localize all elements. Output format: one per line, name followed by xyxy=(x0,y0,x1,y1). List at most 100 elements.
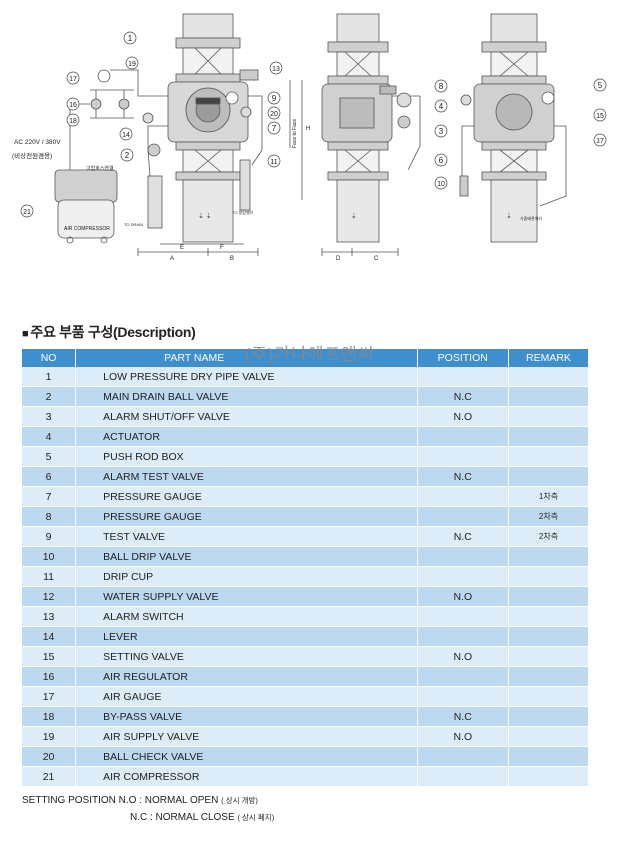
position-cell xyxy=(417,447,509,467)
part-name-cell: LOW PRESSURE DRY PIPE VALVE xyxy=(76,367,418,387)
callout-8: 8 xyxy=(434,79,448,93)
remark-cell xyxy=(508,647,589,667)
callout-2: 2 xyxy=(120,148,134,162)
remark-cell: 2차측 xyxy=(508,507,589,527)
position-cell xyxy=(417,507,509,527)
remark-cell xyxy=(508,387,589,407)
dim-h: H xyxy=(306,126,310,132)
position-cell xyxy=(417,687,509,707)
part-name-cell: ALARM SHUT/OFF VALVE xyxy=(76,407,418,427)
section-heading: ■주요 부품 구성(Description) xyxy=(22,322,196,342)
remark-cell xyxy=(508,367,589,387)
part-number-cell: 13 xyxy=(22,607,77,627)
note-line-2: N.C : NORMAL CLOSE ( 상시 폐지) xyxy=(130,812,274,823)
header-no: NO xyxy=(22,349,77,367)
part-number-cell: 1 xyxy=(22,367,77,387)
table-header-row: NO PART NAME POSITION REMARK xyxy=(22,349,589,367)
face-to-face-label: Face to Face xyxy=(292,119,298,148)
remark-cell xyxy=(508,767,589,787)
note-open-korean: ( 상시 개방) xyxy=(221,796,258,805)
svg-text:8: 8 xyxy=(439,82,444,91)
svg-text:21: 21 xyxy=(23,209,31,216)
dim-d: D xyxy=(336,256,341,262)
svg-text:17: 17 xyxy=(69,76,77,83)
hose-label: 고압호스연결 xyxy=(86,165,114,172)
part-number-cell: 3 xyxy=(22,407,77,427)
note-line-1: SETTING POSITION N.O : NORMAL OPEN ( 상시 … xyxy=(22,795,258,806)
remark-cell xyxy=(508,567,589,587)
svg-text:20: 20 xyxy=(270,111,278,118)
part-name-cell: MAIN DRAIN BALL VALVE xyxy=(76,387,418,407)
svg-text:18: 18 xyxy=(69,118,77,125)
remark-cell: 1차측 xyxy=(508,487,589,507)
remark-cell xyxy=(508,727,589,747)
part-name-cell: ACTUATOR xyxy=(76,427,418,447)
part-number-cell: 12 xyxy=(22,587,77,607)
square-bullet-icon: ■ xyxy=(22,328,29,340)
part-number-cell: 16 xyxy=(22,667,77,687)
callout-10: 10 xyxy=(434,176,448,190)
part-number-cell: 6 xyxy=(22,467,77,487)
callout-18: 18 xyxy=(66,113,80,127)
part-name-cell: ALARM SWITCH xyxy=(76,607,418,627)
svg-text:1: 1 xyxy=(128,34,133,43)
svg-text:⇣: ⇣ xyxy=(506,212,512,220)
svg-text:9: 9 xyxy=(272,94,277,103)
callout-15: 15 xyxy=(593,108,607,122)
callout-19: 19 xyxy=(125,56,139,70)
remark-cell xyxy=(508,587,589,607)
position-cell: N.O xyxy=(417,647,509,667)
part-name-cell: AIR SUPPLY VALVE xyxy=(76,727,418,747)
header-remark: REMARK xyxy=(508,349,589,367)
position-cell xyxy=(417,547,509,567)
remark-cell xyxy=(508,467,589,487)
drain-label-3: 가중배관처리 xyxy=(520,215,542,221)
position-cell xyxy=(417,567,509,587)
part-number-cell: 7 xyxy=(22,487,77,507)
dim-b: B xyxy=(230,256,234,262)
position-cell xyxy=(417,607,509,627)
position-cell xyxy=(417,427,509,447)
position-cell xyxy=(417,487,509,507)
part-name-cell: PRESSURE GAUGE xyxy=(76,507,418,527)
part-name-cell: SETTING VALVE xyxy=(76,647,418,667)
svg-text:2: 2 xyxy=(125,151,130,160)
part-name-cell: PRESSURE GAUGE xyxy=(76,487,418,507)
svg-text:15: 15 xyxy=(596,113,604,120)
callout-11: 11 xyxy=(267,154,281,168)
svg-text:16: 16 xyxy=(69,102,77,109)
part-name-cell: AIR COMPRESSOR xyxy=(76,767,418,787)
svg-text:4: 4 xyxy=(439,102,444,111)
part-number-cell: 5 xyxy=(22,447,77,467)
position-cell: N.C xyxy=(417,387,509,407)
part-number-cell: 20 xyxy=(22,747,77,767)
part-number-cell: 17 xyxy=(22,687,77,707)
position-cell: N.C xyxy=(417,467,509,487)
position-cell: N.C xyxy=(417,527,509,547)
part-number-cell: 11 xyxy=(22,567,77,587)
svg-text:6: 6 xyxy=(439,156,444,165)
dim-e: E xyxy=(180,245,184,251)
note-close-korean: ( 상시 폐지) xyxy=(237,813,275,822)
position-cell xyxy=(417,667,509,687)
part-name-cell: BALL DRIP VALVE xyxy=(76,547,418,567)
callout-7: 7 xyxy=(267,121,281,135)
position-cell: N.O xyxy=(417,407,509,427)
svg-text:19: 19 xyxy=(128,61,136,68)
callout-9a: 9 xyxy=(267,91,281,105)
callout-4: 4 xyxy=(434,99,448,113)
part-name-cell: BY-PASS VALVE xyxy=(76,707,418,727)
part-name-cell: DRIP CUP xyxy=(76,567,418,587)
note-close-text: N.C : NORMAL CLOSE xyxy=(130,812,235,823)
